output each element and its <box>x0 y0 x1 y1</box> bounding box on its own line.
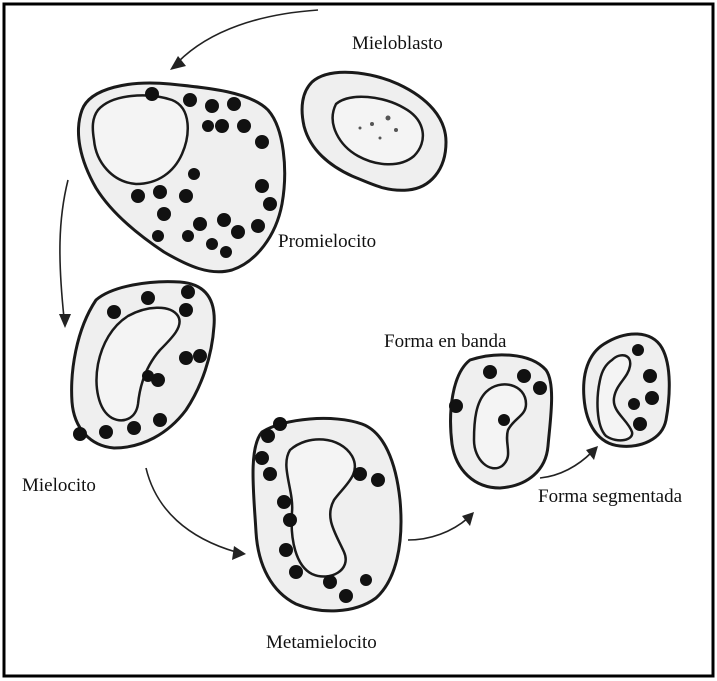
arrow-promielocito-to-mielocito <box>59 180 71 328</box>
promielocito-cell <box>78 83 284 272</box>
label-mieloblasto: Mieloblasto <box>352 33 443 54</box>
forma-segmentada-cell <box>584 334 670 446</box>
label-promielocito: Promielocito <box>278 231 376 252</box>
arrow-mieloblasto-to-promielocito <box>170 10 318 70</box>
forma-en-banda-cell <box>449 355 552 488</box>
mielocito-cell <box>72 282 215 448</box>
metamielocito-cell <box>253 417 401 611</box>
label-forma-en-banda: Forma en banda <box>384 331 507 352</box>
arrow-mielocito-to-metamielocito <box>146 468 246 560</box>
label-metamielocito: Metamielocito <box>266 632 377 653</box>
arrow-metamielocito-to-forma-en-banda <box>408 512 474 540</box>
mieloblasto-cell <box>302 72 446 190</box>
label-forma-segmentada: Forma segmentada <box>538 486 683 507</box>
label-mielocito: Mielocito <box>22 475 96 496</box>
